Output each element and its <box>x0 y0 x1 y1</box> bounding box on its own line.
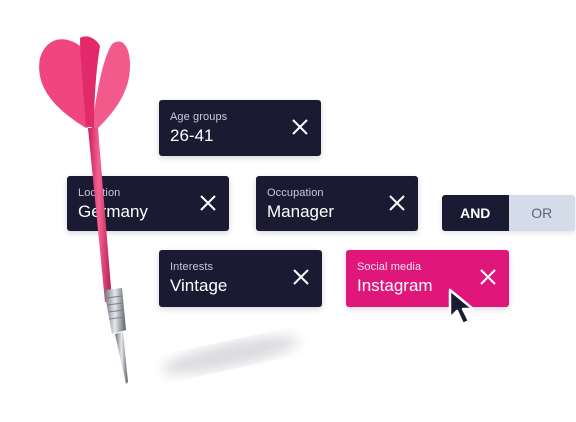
filter-label: Social media <box>357 261 422 273</box>
filter-label: Interests <box>170 261 214 273</box>
and-option[interactable]: AND <box>442 195 509 231</box>
close-icon[interactable] <box>289 116 311 138</box>
filter-value: Germany <box>78 202 148 221</box>
filter-chip-occupation[interactable]: Occupation Manager <box>256 176 418 231</box>
filter-value: 26-41 <box>170 126 214 145</box>
close-icon[interactable] <box>197 192 219 214</box>
close-icon[interactable] <box>290 266 312 288</box>
close-icon[interactable] <box>386 192 408 214</box>
filter-value: Instagram <box>357 276 433 295</box>
cursor-arrow-icon <box>448 288 475 326</box>
filter-chip-location[interactable]: Location Germany <box>67 176 229 231</box>
filter-label: Location <box>78 187 121 199</box>
filter-value: Manager <box>267 202 335 221</box>
filter-label: Age groups <box>170 111 228 123</box>
filter-label: Occupation <box>267 187 324 199</box>
filter-value: Vintage <box>170 276 228 295</box>
filter-chip-age-groups[interactable]: Age groups 26-41 <box>159 100 321 156</box>
close-icon[interactable] <box>477 266 499 288</box>
filter-chip-social-media[interactable]: Social media Instagram <box>346 250 509 307</box>
filter-chip-interests[interactable]: Interests Vintage <box>159 250 322 307</box>
or-option[interactable]: OR <box>508 195 575 231</box>
operator-toggle[interactable]: AND OR <box>442 195 575 231</box>
